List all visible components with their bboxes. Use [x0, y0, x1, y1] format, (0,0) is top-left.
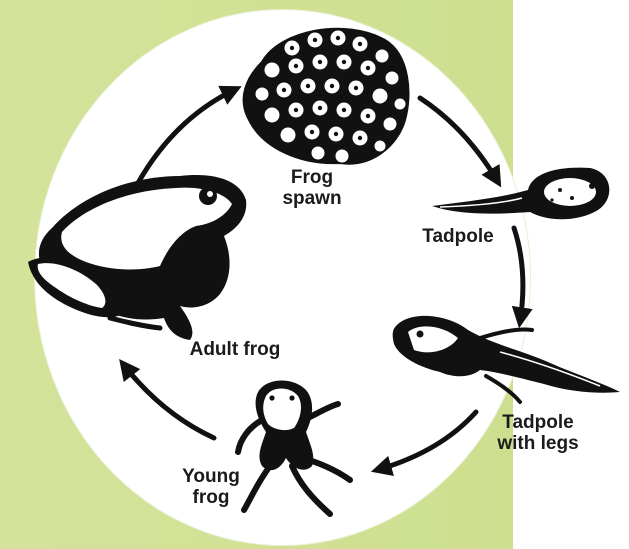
label-frog-spawn: Frog spawn [271, 167, 353, 209]
frog-spawn-icon [244, 29, 409, 164]
arrow-tadpole-to-legs [514, 228, 523, 322]
label-adult-frog: Adult frog [176, 339, 294, 360]
tadpole-icon [432, 168, 609, 220]
young-frog-icon [238, 380, 350, 514]
label-tadpole-with-legs: Tadpole with legs [478, 412, 598, 454]
arrow-legs-to-young [377, 412, 476, 470]
arrow-adult-to-spawn [138, 89, 236, 183]
label-young-frog: Young frog [172, 466, 250, 508]
tadpole-with-legs-icon [393, 316, 620, 402]
arrow-young-to-adult [123, 364, 214, 438]
adult-frog-icon [28, 175, 246, 340]
arrow-spawn-to-tadpole [420, 98, 498, 182]
label-tadpole: Tadpole [412, 226, 504, 247]
